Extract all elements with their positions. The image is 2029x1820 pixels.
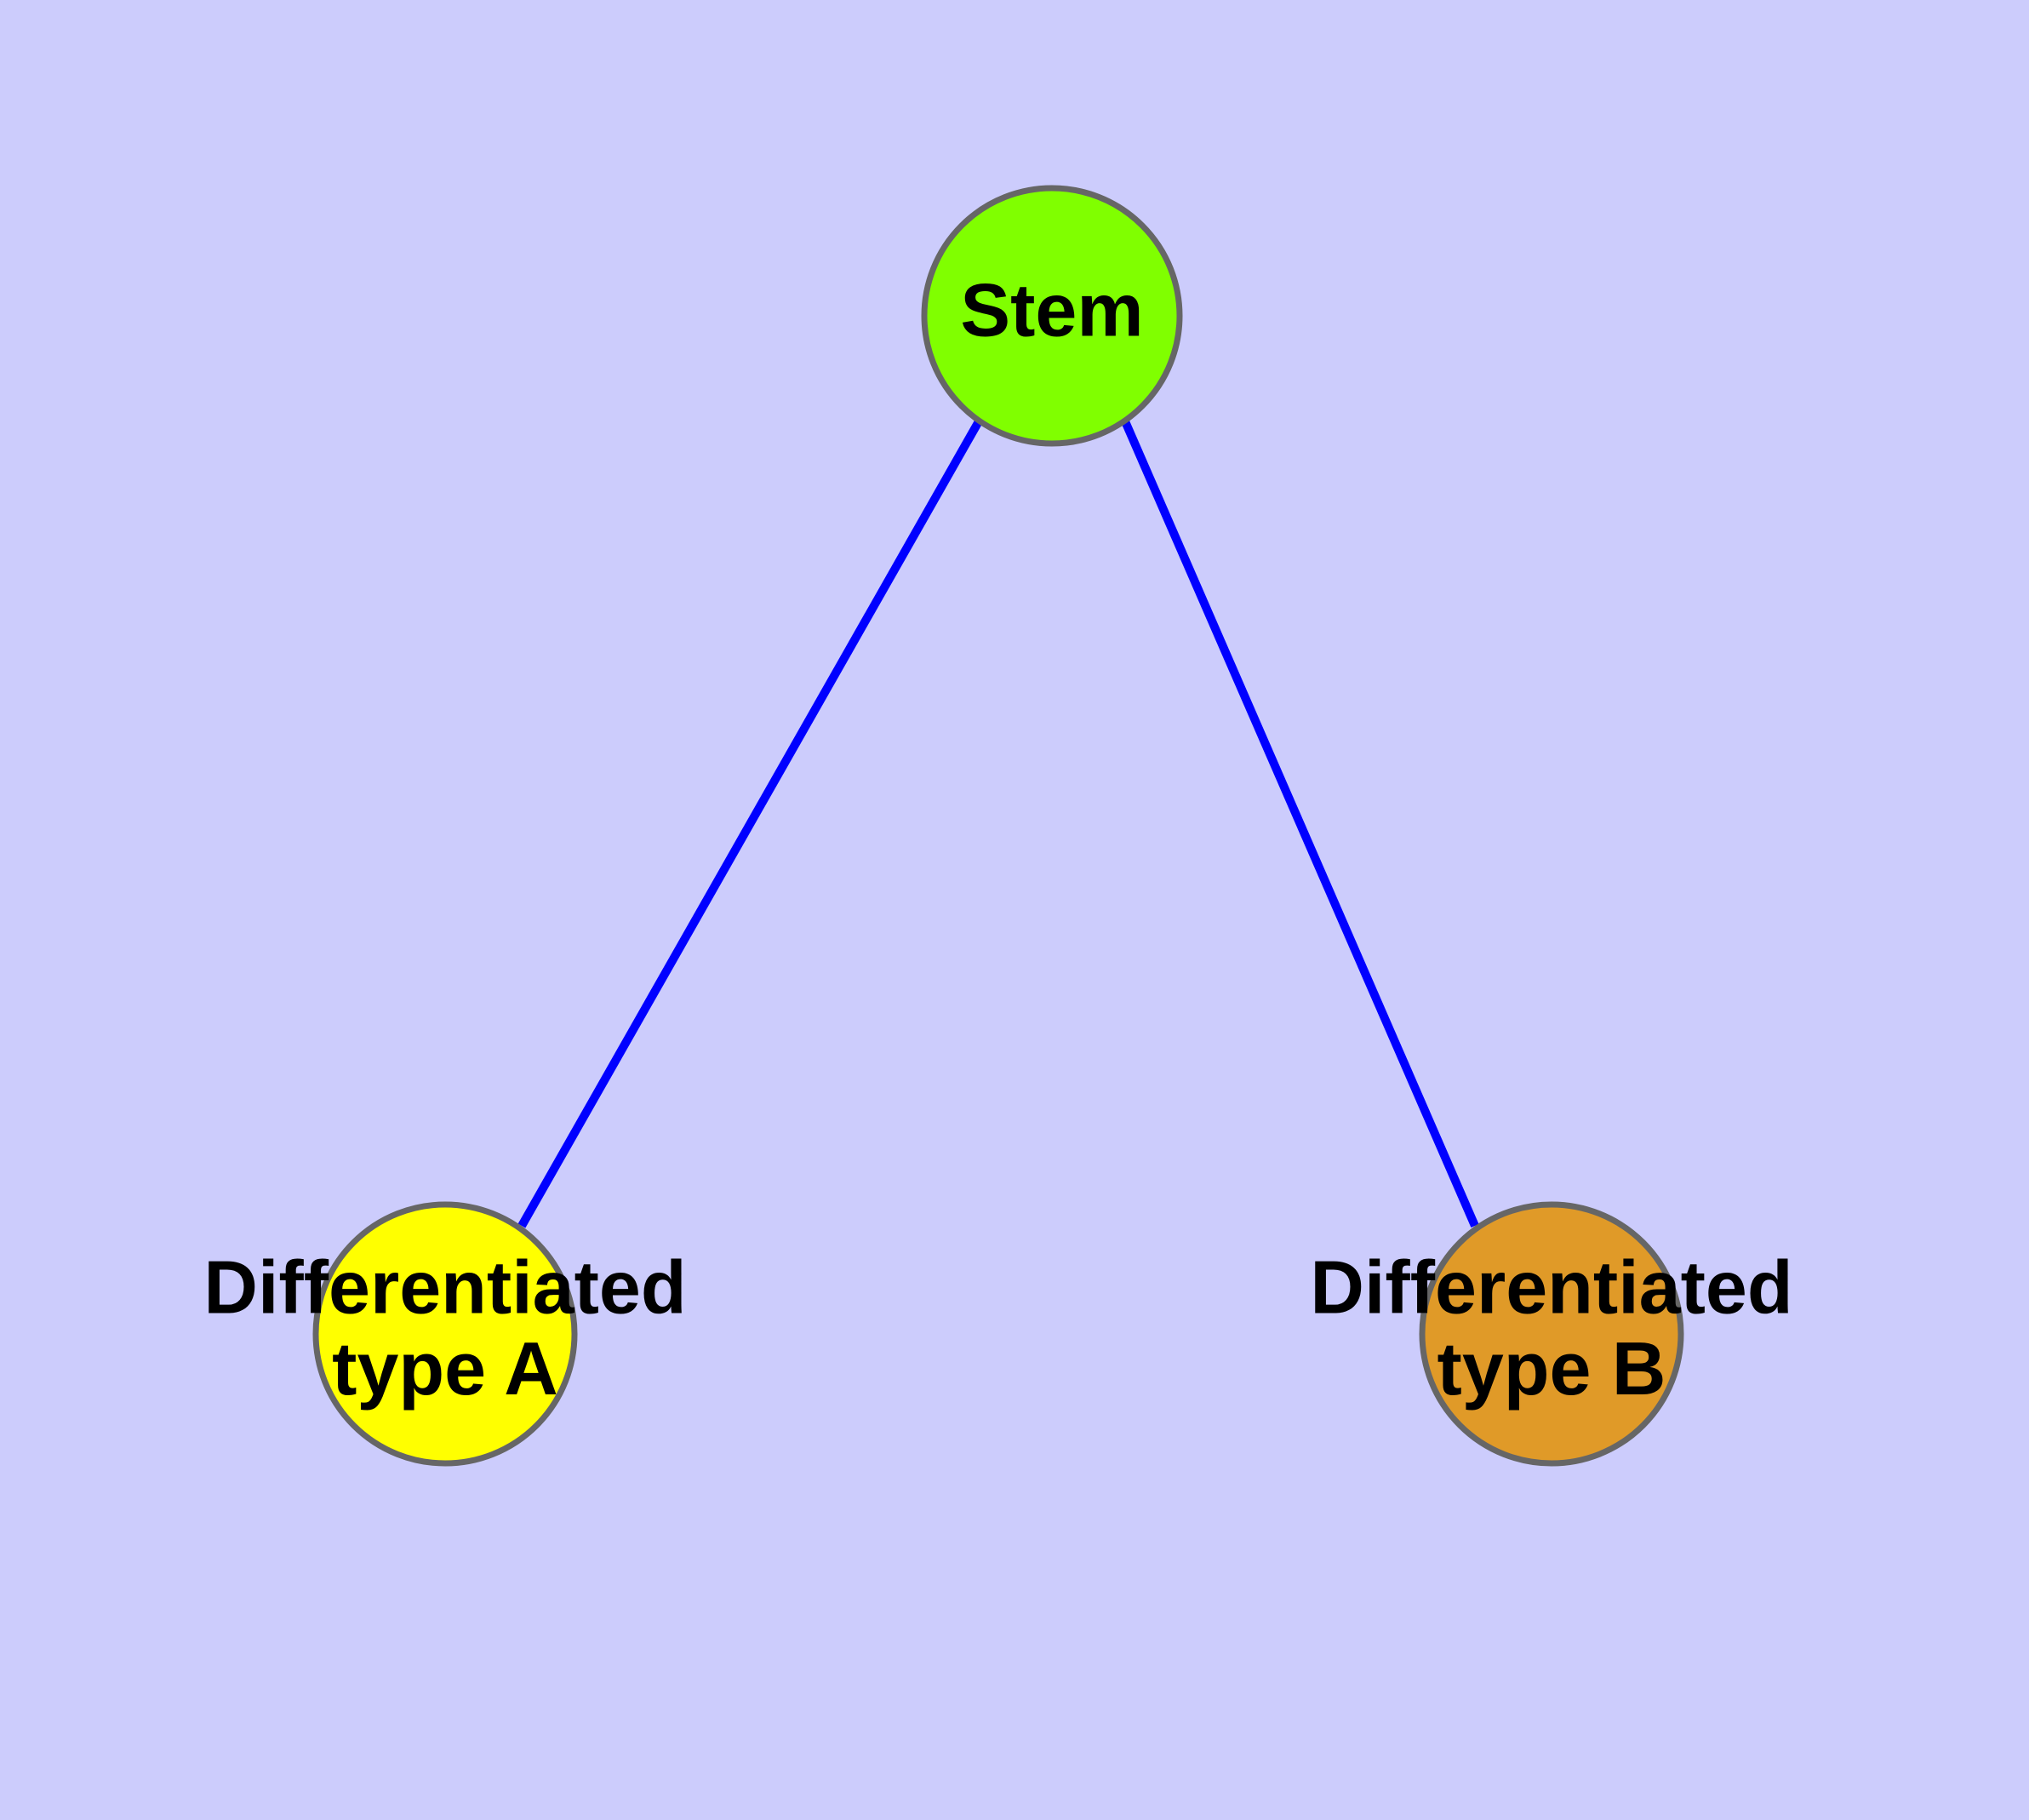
node-differentiated-type-b-circle[interactable] bbox=[1419, 1201, 1684, 1467]
node-layer: Stem Differentiated type A Differentiate… bbox=[203, 185, 1793, 1467]
node-stem-circle[interactable] bbox=[921, 185, 1183, 447]
edge-layer bbox=[517, 419, 1479, 1228]
node-differentiated-type-b-label-line1: Differentiated bbox=[1310, 1245, 1792, 1330]
edge-stem-to-differentiated-b[interactable] bbox=[1121, 420, 1479, 1228]
node-differentiated-type-a-label-line2: type A bbox=[332, 1326, 558, 1411]
node-differentiated-type-a[interactable]: Differentiated type A bbox=[203, 1201, 687, 1467]
node-stem-label-line1: Stem bbox=[960, 267, 1143, 352]
node-differentiated-type-a-label-line1: Differentiated bbox=[203, 1245, 686, 1330]
node-differentiated-type-b[interactable]: Differentiated type B bbox=[1310, 1201, 1793, 1467]
node-stem[interactable]: Stem bbox=[921, 185, 1183, 447]
node-differentiated-type-b-label-line2: type B bbox=[1437, 1326, 1666, 1411]
node-differentiated-type-a-circle[interactable] bbox=[312, 1201, 578, 1467]
edge-stem-to-differentiated-a[interactable] bbox=[517, 419, 983, 1228]
